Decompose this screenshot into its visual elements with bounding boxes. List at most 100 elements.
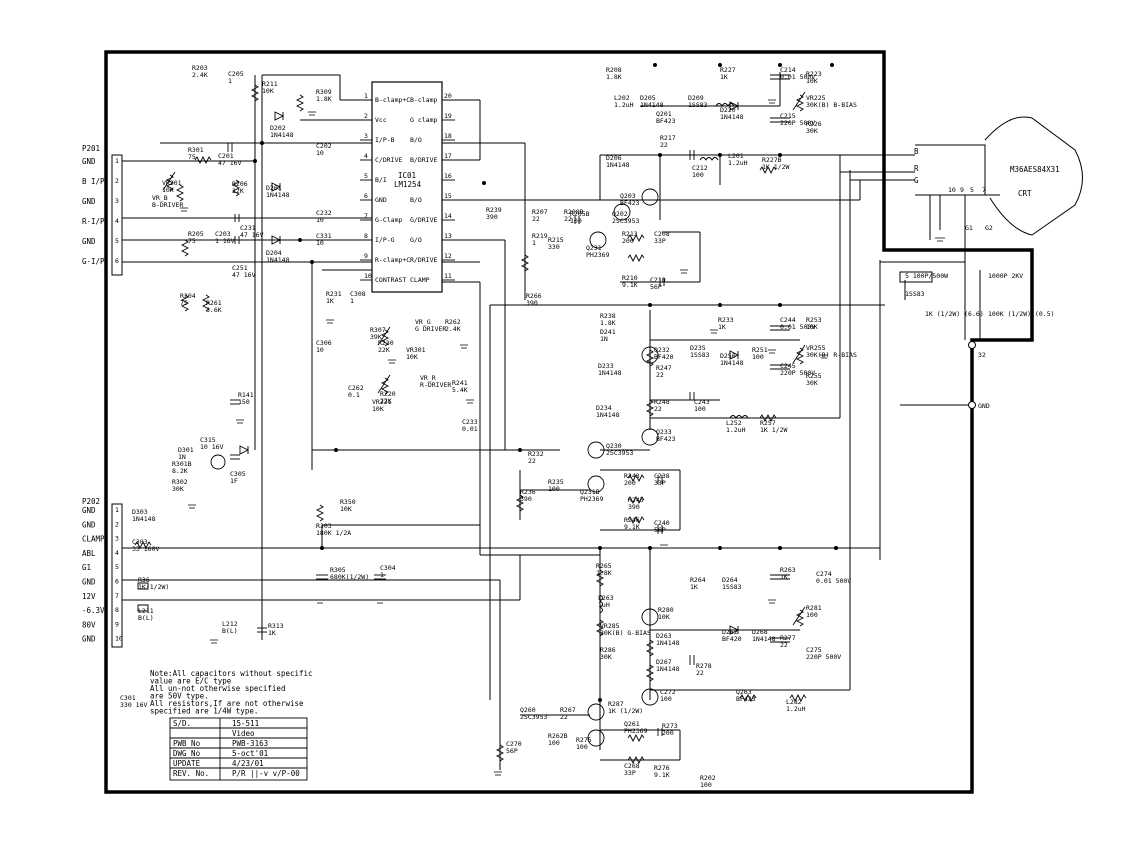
component-value: 1N4148: [656, 665, 680, 673]
component-value: BF423: [656, 117, 676, 125]
p202-pin-number: 5: [115, 563, 119, 571]
component-value: 10K: [372, 405, 384, 413]
component-ref: R253: [806, 316, 822, 324]
component-value: 22: [560, 713, 568, 721]
component-ref: R227: [720, 66, 736, 74]
ic-pin-number: 17: [444, 152, 452, 160]
component-value: 22: [656, 371, 664, 379]
component-value: 30K: [600, 653, 612, 661]
component-ref: Q231B: [580, 488, 600, 496]
p202-pin-number: 2: [115, 520, 119, 528]
component-ref: R275: [576, 736, 592, 744]
component-value: 10K: [262, 87, 274, 95]
component-ref: C244: [780, 316, 796, 324]
crt-label: CRT: [1018, 189, 1032, 198]
p202-pin-number: 6: [115, 578, 119, 586]
title-block-value: 5-oct'01: [232, 749, 268, 758]
component-ref: Q261: [624, 720, 640, 728]
crt-gnd: GND: [978, 402, 990, 410]
component-value: 100: [692, 171, 704, 179]
component-value: 10K: [162, 186, 174, 194]
ic-pin-label: GND: [375, 196, 387, 204]
component-ref: D209: [688, 94, 704, 102]
component-value: 100: [806, 611, 818, 619]
component-value: 330 16V: [120, 701, 147, 709]
component-ref: C268: [624, 762, 640, 770]
component-value: 1: [380, 571, 384, 579]
component-value: 100: [752, 353, 764, 361]
p201-housing: [111, 154, 123, 276]
note-line: are 50V type.: [150, 692, 209, 701]
p202-pin-label: 80V: [82, 620, 96, 629]
component-ref: R309: [316, 88, 332, 96]
component-ref: R231: [326, 290, 342, 298]
p202-pin-label: GND: [82, 635, 96, 644]
component-value: 1N: [178, 453, 186, 461]
component-value: 1N4148: [266, 191, 290, 199]
ic-pin-label: I/P-B: [375, 136, 395, 144]
component-ref: C208: [654, 230, 670, 238]
component-value: 1N4148: [656, 639, 680, 647]
component-ref: R267: [560, 706, 576, 714]
component-ref: L211: [138, 607, 154, 615]
p202-pin-number: 4: [115, 549, 119, 557]
component-ref: C205: [228, 70, 244, 78]
component-ref: C215: [780, 112, 796, 120]
component-ref: C214: [780, 66, 796, 74]
component-ref: R265: [596, 562, 612, 570]
note-line: specified are 1/4W type.: [150, 707, 258, 716]
component-value: 100: [694, 405, 706, 413]
component-value: 1.2uH: [728, 159, 748, 167]
component-value: 33P: [654, 479, 666, 487]
component-ref: VR221: [372, 398, 392, 406]
component-ref: R203: [192, 64, 208, 72]
component-value: 1N4148: [132, 515, 156, 523]
component-ref: R305: [330, 566, 346, 574]
component-value: 220P 500V: [780, 369, 815, 377]
component-value: B-DRIVER: [152, 201, 183, 209]
component-value: 30K(B) R-BIAS: [806, 351, 857, 359]
p202-name: P202: [82, 497, 100, 506]
component-value: BF423: [736, 695, 756, 703]
p201-pin-number: 1: [115, 157, 119, 165]
ic-pin-number: 8: [364, 232, 368, 240]
component-value: 1N4148: [720, 113, 744, 121]
notes: Note:All capacitors without specificvalu…: [150, 669, 313, 716]
p201-pin-number: 5: [115, 237, 119, 245]
component-ref: R239: [486, 206, 502, 214]
ic-pin-number: 9: [364, 252, 368, 260]
component-value: PH2369: [624, 727, 648, 735]
component-ref: R241: [452, 379, 468, 387]
connector-p202: 1GND2GND3CLAMP4ABL5G16GND712V8-6.3V980V1…: [82, 503, 123, 648]
component-ref: C275: [806, 646, 822, 654]
component-value: 9.1K: [654, 771, 670, 779]
component-ref: VR285: [600, 622, 620, 630]
component-value: 3.6K: [206, 306, 222, 314]
title-block-value: P/R ||-v v/P-00: [232, 769, 300, 778]
component-value: 1SS83: [722, 583, 742, 591]
component-ref: D263: [656, 632, 672, 640]
component-value: 1K 1/2W: [760, 426, 787, 434]
component-ref: R301B: [172, 460, 192, 468]
component-value: 1K: [268, 629, 276, 637]
component-ref: R302: [172, 478, 188, 486]
component-ref: D205: [640, 94, 656, 102]
p202-pin-number: 7: [115, 592, 119, 600]
component-value: 1N4148: [270, 131, 294, 139]
component-value: 2SC3953: [520, 713, 547, 721]
pin32-terminal: [968, 341, 976, 349]
component-ref: D301: [178, 446, 194, 454]
crt-pin-b: B: [914, 147, 919, 156]
component-ref: R215: [548, 236, 564, 244]
component-value: 390: [486, 213, 498, 221]
p201-pin-label: B I/P: [82, 177, 105, 186]
component-ref: C203: [215, 230, 231, 238]
component-value: 1: [350, 297, 354, 305]
ic-pin-label: R-clamp+C: [375, 256, 410, 264]
component-ref: R255: [806, 372, 822, 380]
ic-pin-number: 3: [364, 132, 368, 140]
component-value: 1K: [718, 323, 726, 331]
component-ref: C233: [462, 418, 478, 426]
